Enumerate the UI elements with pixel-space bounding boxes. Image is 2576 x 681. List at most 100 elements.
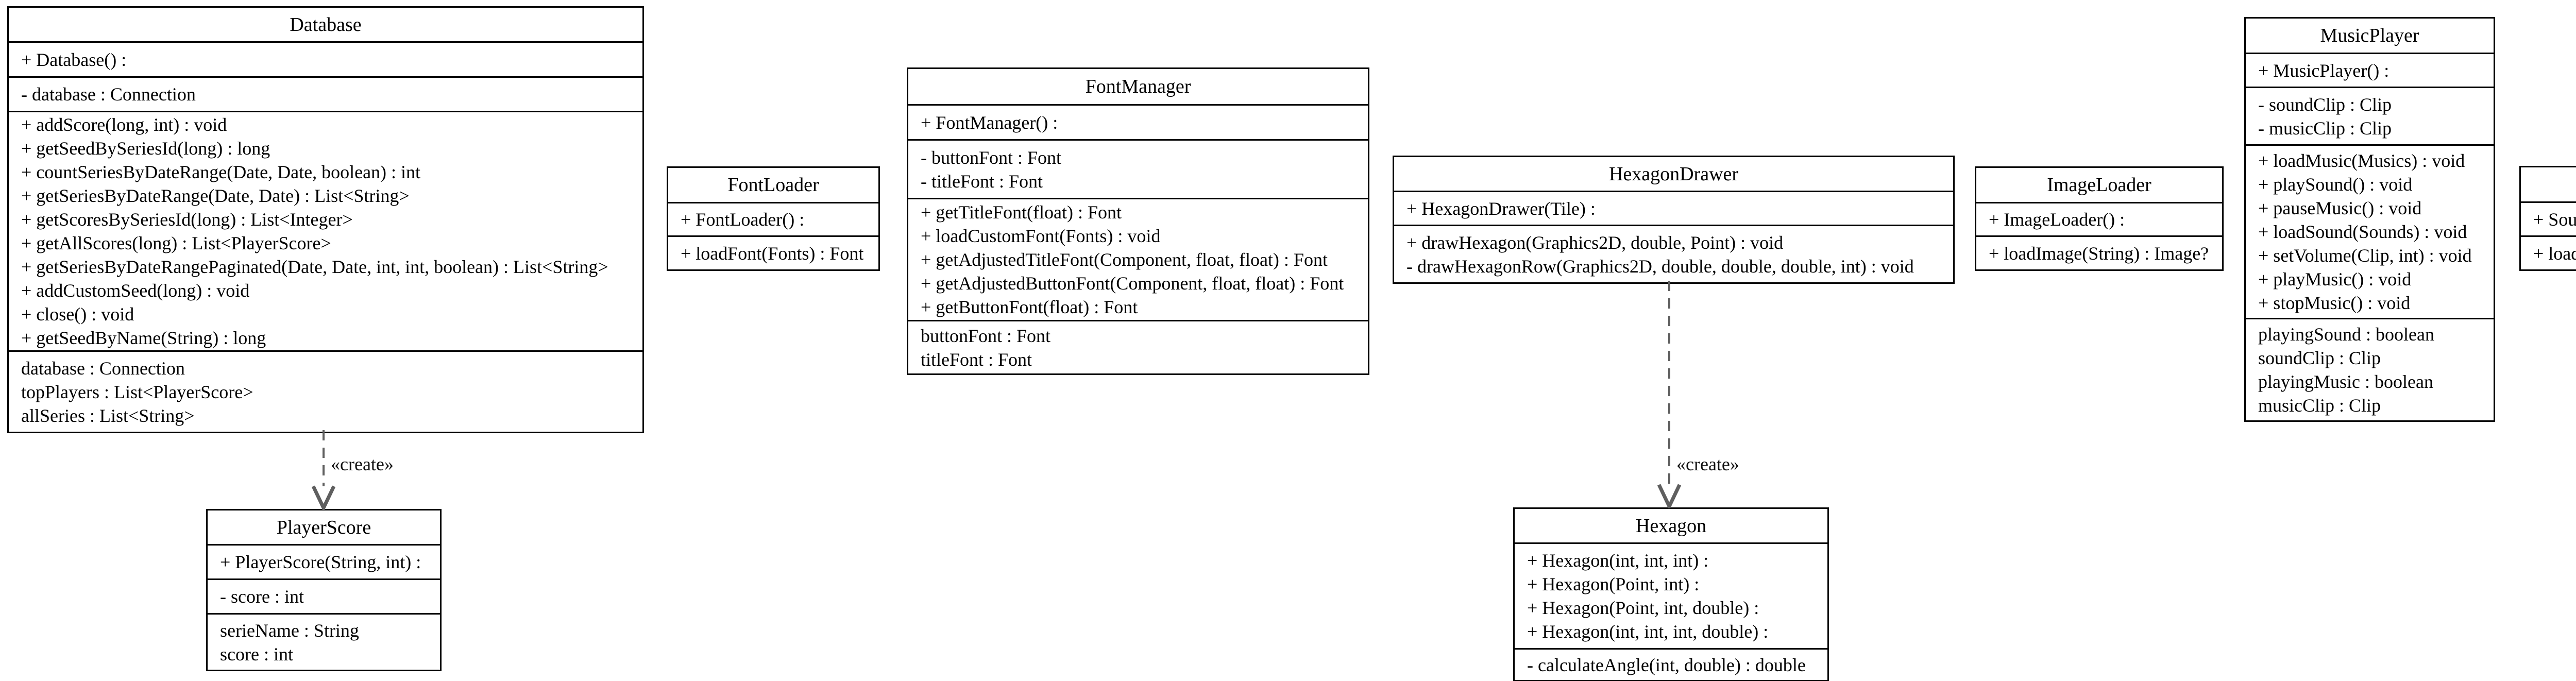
arrowhead-icon — [1657, 484, 1682, 508]
class-compartment: + PlayerScore(String, int) : — [208, 544, 440, 578]
member-line: + FontLoader() : — [681, 209, 805, 230]
class-compartment: + FontLoader() : — [668, 202, 878, 235]
member-line: + getScoresBySeriesId(long) : List<Integ… — [21, 209, 353, 230]
member-line: + countSeriesByDateRange(Date, Date, boo… — [21, 162, 421, 182]
member-line: - calculateAngle(int, double) : double — [1527, 654, 1806, 675]
member-line: + Hexagon(int, int, int, double) : — [1527, 621, 1769, 642]
member-line: + Hexagon(Point, int, double) : — [1527, 598, 1759, 618]
member-line: + getSeedByName(String) : long — [21, 328, 266, 348]
member-line: + loadCustomFont(Fonts) : void — [921, 226, 1161, 246]
member-line: + pauseMusic() : void — [2258, 198, 2422, 218]
class-title: Database — [290, 13, 362, 36]
member-line: - buttonFont : Font — [921, 147, 1062, 168]
class-title: HexagonDrawer — [1608, 163, 1739, 185]
class-box-hexagon: Hexagon + Hexagon(int, int, int) :+ Hexa… — [1513, 507, 1829, 681]
class-compartment: + ImageLoader() : — [1976, 202, 2222, 235]
arrowhead-icon — [311, 485, 336, 510]
class-compartment: + Hexagon(int, int, int) : + Hexagon(Poin… — [1515, 542, 1827, 648]
member-line: + getSeedBySeriesId(long) : long — [21, 138, 270, 159]
class-compartment: + loadMusic(Musics) : void+ playSound() … — [2246, 144, 2494, 318]
member-line: + Hexagon(Point, int) : — [1527, 574, 1700, 594]
member-line: + MusicPlayer() : — [2258, 60, 2389, 81]
class-compartment: + SoundLoader() : — [2521, 201, 2576, 235]
member-line: buttonFont : Font — [921, 325, 1051, 346]
member-line: + loadSound(Sounds) : void — [2258, 222, 2467, 242]
class-compartment: + Database() : — [9, 41, 642, 76]
class-compartment: + loadImage(String) : Image? — [1976, 235, 2222, 269]
class-compartment: - database : Connection — [9, 76, 642, 111]
member-line: - soundClip : Clip — [2258, 94, 2392, 115]
class-compartment: + addScore(long, int) : void + getSeedByS… — [9, 111, 642, 350]
member-line: serieName : String — [220, 620, 359, 641]
class-title: FontManager — [1085, 76, 1191, 97]
member-line: + getTitleFont(float) : Font — [921, 202, 1122, 223]
member-line: topPlayers : List<PlayerScore> — [21, 381, 253, 402]
class-title: PlayerScore — [276, 516, 371, 538]
member-line: titleFont : Font — [921, 349, 1032, 370]
dashed-line — [323, 430, 325, 486]
class-box-database: Database + Database() : - database : Conn… — [7, 6, 644, 433]
class-box-playerscore: PlayerScore + PlayerScore(String, int) :… — [206, 509, 442, 671]
class-title: SoundLoader — [2521, 167, 2576, 201]
class-compartment: buttonFont : Font titleFont : Font — [908, 320, 1368, 373]
class-compartment: - soundClip : Clip- musicClip : Clip — [2246, 87, 2494, 144]
class-box-soundloader: SoundLoader + SoundLoader() : + loadMusic… — [2519, 166, 2576, 271]
member-line: + getSeriesByDateRangePaginated(Date, Da… — [21, 257, 608, 277]
member-line: + stopMusic() : void — [2258, 293, 2411, 313]
class-title: FontLoader — [727, 174, 819, 196]
stereotype-label: «create» — [331, 454, 394, 474]
member-line: + loadFont(Fonts) : Font — [681, 243, 864, 264]
member-line: + playMusic() : void — [2258, 269, 2412, 290]
member-line: + setVolume(Clip, int) : void — [2258, 245, 2472, 266]
member-line: + Database() : — [21, 49, 127, 70]
dashed-line — [1668, 281, 1670, 485]
member-line: + PlayerScore(String, int) : — [220, 552, 421, 572]
member-line: + getAdjustedButtonFont(Component, float… — [921, 273, 1344, 294]
class-box-hexagondrawer: HexagonDrawer + HexagonDrawer(Tile) : + d… — [1393, 156, 1955, 284]
member-line: + addScore(long, int) : void — [21, 114, 227, 135]
member-line: + addCustomSeed(long) : void — [21, 280, 250, 301]
class-compartment: + getTitleFont(float) : Font + loadCustom… — [908, 198, 1368, 320]
class-compartments: + PlayerScore(String, int) : - score : in… — [208, 544, 440, 670]
stereotype-label: «create» — [1676, 454, 1739, 474]
member-line: + playSound() : void — [2258, 174, 2413, 195]
class-compartment: + loadMusic(String) : Clip? — [2521, 235, 2576, 269]
member-line: + SoundLoader() : — [2533, 209, 2576, 230]
member-line: - musicClip : Clip — [2258, 117, 2392, 139]
member-line: + getAdjustedTitleFont(Component, float,… — [921, 249, 1328, 270]
class-compartments: + Database() :- database : Connection+ a… — [9, 41, 642, 432]
member-line: playingSound : boolean — [2258, 324, 2434, 345]
class-compartment: - buttonFont : Font- titleFont : Font — [908, 139, 1368, 198]
member-line: + getAllScores(long) : List<PlayerScore> — [21, 233, 331, 253]
class-compartments: + Hexagon(int, int, int) : + Hexagon(Poin… — [1515, 542, 1827, 680]
class-compartment: + MusicPlayer() : — [2246, 53, 2494, 87]
member-line: allSeries : List<String> — [21, 405, 195, 426]
class-title: Hexagon — [1635, 515, 1707, 537]
class-compartment: - score : int — [208, 578, 440, 613]
member-line: + loadImage(String) : Image? — [1989, 243, 2209, 264]
class-compartment: + loadFont(Fonts) : Font — [668, 235, 878, 269]
member-line: soundClip : Clip — [2258, 348, 2381, 368]
member-line: + FontManager() : — [921, 112, 1058, 133]
member-line: + getSeriesByDateRange(Date, Date) : Lis… — [21, 185, 410, 206]
member-line: + drawHexagon(Graphics2D, double, Point)… — [1406, 232, 1784, 253]
class-box-imageloader: ImageLoader + ImageLoader() :+ loadImage… — [1975, 166, 2224, 271]
member-line: score : int — [220, 643, 293, 665]
class-compartments: + SoundLoader() : + loadMusic(String) : C… — [2521, 201, 2576, 269]
member-line: + HexagonDrawer(Tile) : — [1406, 198, 1596, 219]
member-line: + close() : void — [21, 304, 134, 325]
member-line: - drawHexagonRow(Graphics2D, double, dou… — [1406, 256, 1914, 277]
class-compartment: + HexagonDrawer(Tile) : — [1394, 191, 1953, 225]
class-box-musicplayer: MusicPlayer + MusicPlayer() :- soundClip… — [2244, 17, 2495, 422]
member-line: + getButtonFont(float) : Font — [921, 297, 1138, 317]
member-line: musicClip : Clip — [2258, 395, 2381, 416]
member-line: + Hexagon(int, int, int) : — [1527, 550, 1709, 571]
class-box-fontmanager: FontManager + FontManager() : - buttonFon… — [907, 67, 1369, 375]
class-compartment: - calculateAngle(int, double) : double — [1515, 648, 1827, 680]
class-compartments: + FontLoader() : + loadFont(Fonts) : Font — [668, 202, 878, 269]
member-line: + loadMusic(String) : Clip? — [2533, 243, 2576, 264]
